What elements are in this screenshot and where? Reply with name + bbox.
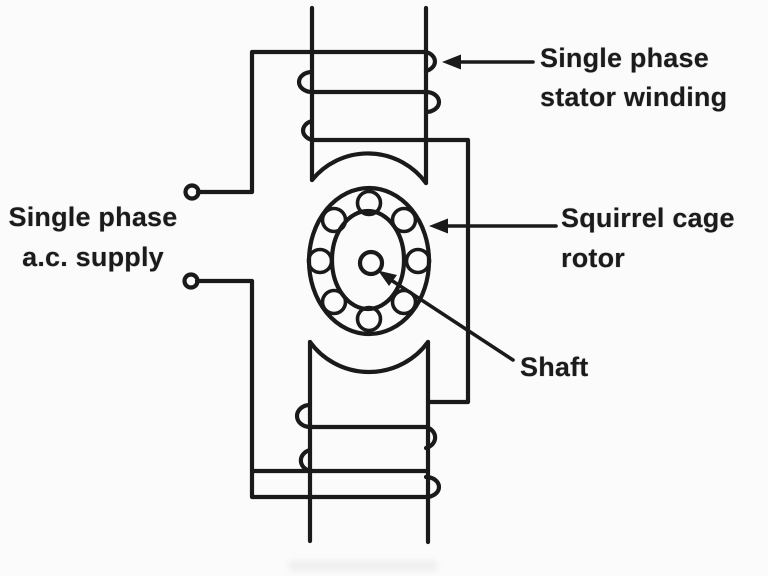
arrowhead-diagonal-icon bbox=[378, 270, 397, 286]
shaft-label-leader-line bbox=[386, 276, 515, 362]
stator-winding-top bbox=[195, 49, 442, 195]
rotor-bar bbox=[404, 247, 432, 275]
label-text: Single phase bbox=[8, 202, 178, 232]
label-text: Shaft bbox=[520, 352, 589, 382]
supply-terminal-bottom bbox=[182, 272, 200, 290]
winding-turn bbox=[194, 278, 442, 500]
stator-winding-bottom bbox=[194, 278, 442, 500]
winding-turn bbox=[294, 402, 438, 451]
winding-turn bbox=[195, 49, 437, 195]
supply-terminal-top bbox=[183, 183, 201, 201]
rotor-bar bbox=[355, 305, 383, 333]
squirrel-cage-rotor bbox=[306, 185, 432, 337]
label-text: Single phase bbox=[540, 43, 709, 73]
label-text: stator winding bbox=[540, 82, 728, 112]
label-text: Squirrel cage bbox=[561, 203, 735, 233]
label-text: a.c. supply bbox=[22, 242, 164, 272]
winding-turn bbox=[298, 447, 429, 474]
rotor-bar bbox=[390, 206, 418, 234]
stator-core-lines bbox=[307, 5, 431, 545]
arrowhead-left-icon bbox=[429, 218, 448, 234]
rotor-bar bbox=[320, 288, 348, 316]
shaft-circle bbox=[357, 249, 385, 277]
arrowhead-left-icon bbox=[442, 54, 461, 70]
label-shaft: Shaft bbox=[520, 352, 589, 382]
stator-frame-outline bbox=[301, 118, 471, 405]
winding-turn bbox=[296, 69, 442, 115]
label-squirrel-cage-rotor: Squirrel cage rotor bbox=[561, 198, 735, 278]
label-stator-winding: Single phase stator winding bbox=[540, 39, 727, 117]
rotor-bar bbox=[306, 247, 334, 275]
rotor-bar bbox=[320, 206, 348, 234]
rotor-bar bbox=[355, 189, 383, 217]
label-leaders bbox=[378, 54, 558, 362]
supply-terminals bbox=[182, 183, 201, 290]
label-text: rotor bbox=[561, 243, 625, 273]
label-ac-supply: Single phase a.c. supply bbox=[8, 197, 178, 277]
pole-arc-bottom bbox=[307, 339, 431, 375]
pole-arc-top bbox=[309, 151, 429, 186]
cropped-caption-smudge bbox=[288, 560, 438, 572]
